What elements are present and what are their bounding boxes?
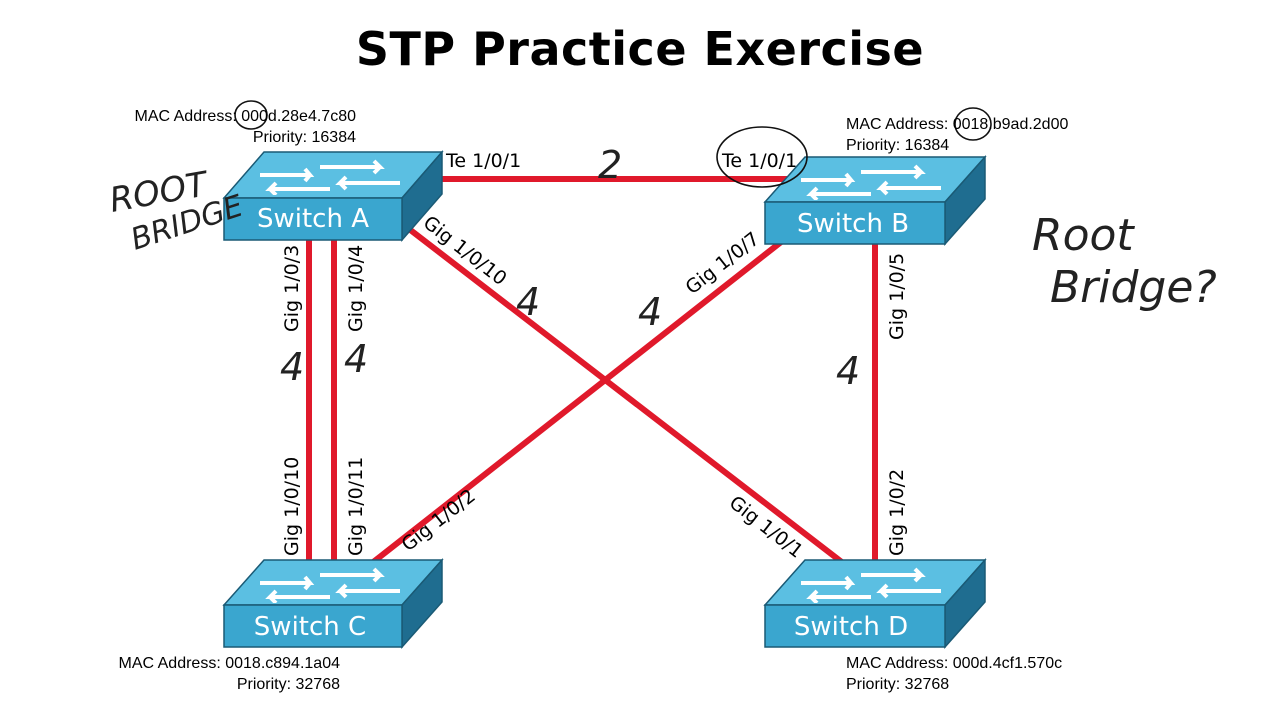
cost-a-d: 4 [516,280,540,324]
port-d-g2: Gig 1/0/2 [886,469,908,556]
cost-a-b: 2 [598,143,622,187]
switch-b-priority-row: Priority: 16384 [846,137,950,154]
switch-a-mac-row: MAC Address: 000d.28e4.7c80 [134,108,356,125]
switch-c[interactable]: Switch C [222,558,444,649]
switch-d-mac: 000d.4cf1.570c [952,655,1063,672]
switch-d[interactable]: Switch D [763,558,987,649]
switch-c-mac: 0018.c894.1a04 [225,655,340,672]
switch-c-priority: 32768 [295,676,341,693]
port-a-g3: Gig 1/0/3 [281,245,303,332]
switch-b[interactable]: Switch B [763,155,987,246]
root-b-note-line1: Root [1032,210,1135,261]
port-b-g5: Gig 1/0/5 [886,253,908,340]
link-b-c [369,232,793,566]
switch-d-front [764,604,946,648]
switch-b-mac: 0018.b9ad.2d00 [952,116,1069,133]
cost-b-c: 4 [638,290,662,334]
switch-c-front [223,604,403,648]
switch-a-priority-row: Priority: 16384 [252,129,357,146]
page-title: STP Practice Exercise [355,22,925,76]
switch-b-priority: 16384 [904,137,950,154]
switch-d-info: MAC Address: 000d.4cf1.570c Priority: 32… [846,653,1062,695]
links [306,176,878,566]
switch-c-mac-row: MAC Address: 0018.c894.1a04 [118,655,340,672]
switch-a-info: MAC Address: 000d.28e4.7c80 Priority: 16… [80,106,356,148]
switch-a-mac: 000d.28e4.7c80 [241,108,356,125]
switch-a-label: Switch A [257,204,369,234]
switch-a-front [223,197,403,241]
switch-d-mac-row: MAC Address: 000d.4cf1.570c [846,655,1063,672]
switch-c-priority-row: Priority: 32768 [236,676,341,693]
switch-c-info: MAC Address: 0018.c894.1a04 Priority: 32… [60,653,340,695]
port-c-g11: Gig 1/0/11 [345,457,367,556]
circle-mac-b [954,107,992,141]
port-c-g2: Gig 1/0/2 [398,485,480,556]
switch-d-label: Switch D [794,612,908,642]
circle-mac-a [234,100,268,130]
switch-b-label: Switch B [797,209,909,239]
root-b-note-line2: Bridge? [1050,262,1217,313]
switch-c-label: Switch C [254,612,366,642]
link-a-d [397,219,846,566]
switch-a[interactable]: Switch A [222,149,444,243]
switch-d-priority: 32768 [904,676,950,693]
switch-b-mac-row: MAC Address: 0018.b9ad.2d00 [846,116,1069,133]
port-b-te: Te 1/0/1 [721,150,797,172]
switch-a-priority: 16384 [311,129,357,146]
circle-port-b-te [716,126,808,188]
switch-b-info: MAC Address: 0018.b9ad.2d00 Priority: 16… [846,114,1068,156]
port-a-te: Te 1/0/1 [445,150,521,172]
switch-b-front [764,201,946,245]
cost-a-c-2: 4 [344,337,368,381]
switch-d-priority-row: Priority: 32768 [846,676,950,693]
port-c-g10: Gig 1/0/10 [281,457,303,556]
cost-b-d: 4 [836,349,860,393]
cost-a-c-1: 4 [280,345,304,389]
port-a-g4: Gig 1/0/4 [345,245,367,332]
